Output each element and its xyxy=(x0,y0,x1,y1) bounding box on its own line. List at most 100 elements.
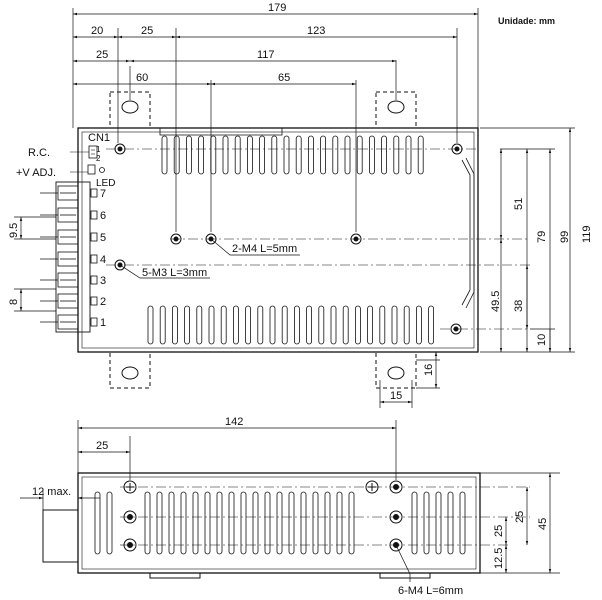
side-dim-45: 45 xyxy=(537,518,549,530)
vent-slot xyxy=(417,135,424,175)
vent-slot xyxy=(411,491,418,555)
vent-slot xyxy=(269,305,276,345)
vent-slot xyxy=(276,491,283,555)
vent-slot xyxy=(344,135,351,175)
vent-slot xyxy=(283,135,290,175)
terminal-pin xyxy=(90,188,98,198)
terminal-pin xyxy=(90,275,98,285)
mount-tab-top-right xyxy=(375,91,417,129)
vent-slot xyxy=(185,135,192,175)
side-view-body xyxy=(77,472,481,574)
vent-slot xyxy=(281,305,288,345)
vent-slot xyxy=(271,135,278,175)
terminal-block xyxy=(40,181,98,333)
vent-slot xyxy=(293,305,300,345)
vent-slot xyxy=(240,491,247,555)
dim-79: 79 xyxy=(536,231,548,243)
mount-tab-top-left xyxy=(109,91,151,129)
vent-slot xyxy=(391,305,398,345)
vent-slot xyxy=(196,305,203,345)
vent-slot xyxy=(264,491,271,555)
dim-15: 15 xyxy=(390,390,402,402)
vent-slot xyxy=(300,491,307,555)
terminal-number: 5 xyxy=(100,232,106,244)
vent-slot xyxy=(210,135,217,175)
dim-25-top: 25 xyxy=(141,25,153,37)
side-dim-25: 25 xyxy=(96,440,108,452)
dim-8: 8 xyxy=(8,299,20,305)
vent-slot xyxy=(259,135,266,175)
vent-slot xyxy=(435,491,442,555)
mount-tab-bottom-right xyxy=(375,351,417,389)
vent-slot xyxy=(295,135,302,175)
rc-label: R.C. xyxy=(28,147,50,159)
terminal-pin xyxy=(90,296,98,306)
cn1-label: CN1 xyxy=(88,132,110,144)
dim-49-5: 49.5 xyxy=(490,291,502,312)
terminal-number: 6 xyxy=(100,210,106,222)
vent-slot xyxy=(234,135,241,175)
side-view xyxy=(42,472,530,579)
top-vents-upper xyxy=(161,135,424,175)
vent-slot xyxy=(252,491,259,555)
side-screw-label: 6-M4 L=6mm xyxy=(398,585,463,597)
vent-slot xyxy=(381,135,388,175)
dim-9-5: 9.5 xyxy=(8,223,20,238)
screw-m3-label: 5-M3 L=3mm xyxy=(142,267,207,279)
terminal-number: 2 xyxy=(100,296,106,308)
vent-slot xyxy=(342,305,349,345)
dim-25-second: 25 xyxy=(96,49,108,61)
screw-m4-label: 2-M4 L=5mm xyxy=(232,243,297,255)
vent-slot xyxy=(306,305,313,345)
dim-123: 123 xyxy=(307,25,325,37)
top-vents-lower xyxy=(147,305,435,345)
vent-slot xyxy=(192,491,199,555)
side-dim-25-outer: 25 xyxy=(514,511,526,523)
vent-slot xyxy=(168,491,175,555)
vent-slot xyxy=(447,491,454,555)
vent-slot xyxy=(318,305,325,345)
vent-slot xyxy=(208,305,215,345)
terminal-number: 7 xyxy=(100,188,106,200)
side-dim-25-inner: 25 xyxy=(493,525,505,537)
cn-pin2-label: 2 xyxy=(96,154,101,163)
side-dim-12-5: 12.5 xyxy=(493,548,505,569)
vent-slot xyxy=(232,305,239,345)
vent-slot xyxy=(156,491,163,555)
vent-slot xyxy=(367,305,374,345)
terminal-pin xyxy=(90,254,98,264)
vent-slot xyxy=(356,135,363,175)
vent-slot xyxy=(144,491,151,555)
vent-slot xyxy=(204,491,211,555)
vent-slot xyxy=(428,305,435,345)
dim-119: 119 xyxy=(581,225,593,243)
vent-slot xyxy=(336,491,343,555)
dim-51: 51 xyxy=(513,198,525,210)
vent-slot xyxy=(348,491,355,555)
terminal-number: 3 xyxy=(100,275,106,287)
vadj-label: +V ADJ. xyxy=(16,167,56,179)
vent-slot xyxy=(354,305,361,345)
dim-99: 99 xyxy=(559,231,571,243)
vent-slot xyxy=(379,305,386,345)
vent-slot xyxy=(222,135,229,175)
vent-slot xyxy=(94,491,101,555)
vent-slot xyxy=(393,135,400,175)
vent-slot xyxy=(216,491,223,555)
vent-slot xyxy=(320,135,327,175)
vent-slot xyxy=(324,491,331,555)
vent-slot xyxy=(106,491,113,555)
vent-slot xyxy=(307,135,314,175)
vent-slot xyxy=(332,135,339,175)
vent-slot xyxy=(184,305,191,345)
vent-slot xyxy=(245,305,252,345)
side-screw-holes xyxy=(123,480,403,552)
vent-slot xyxy=(368,135,375,175)
dim-16: 16 xyxy=(423,364,435,376)
dim-60: 60 xyxy=(136,72,148,84)
terminal-pin xyxy=(90,317,98,327)
dim-20: 20 xyxy=(91,25,103,37)
vent-slot xyxy=(405,135,412,175)
vent-slot xyxy=(246,135,253,175)
terminal-pin xyxy=(90,232,98,242)
